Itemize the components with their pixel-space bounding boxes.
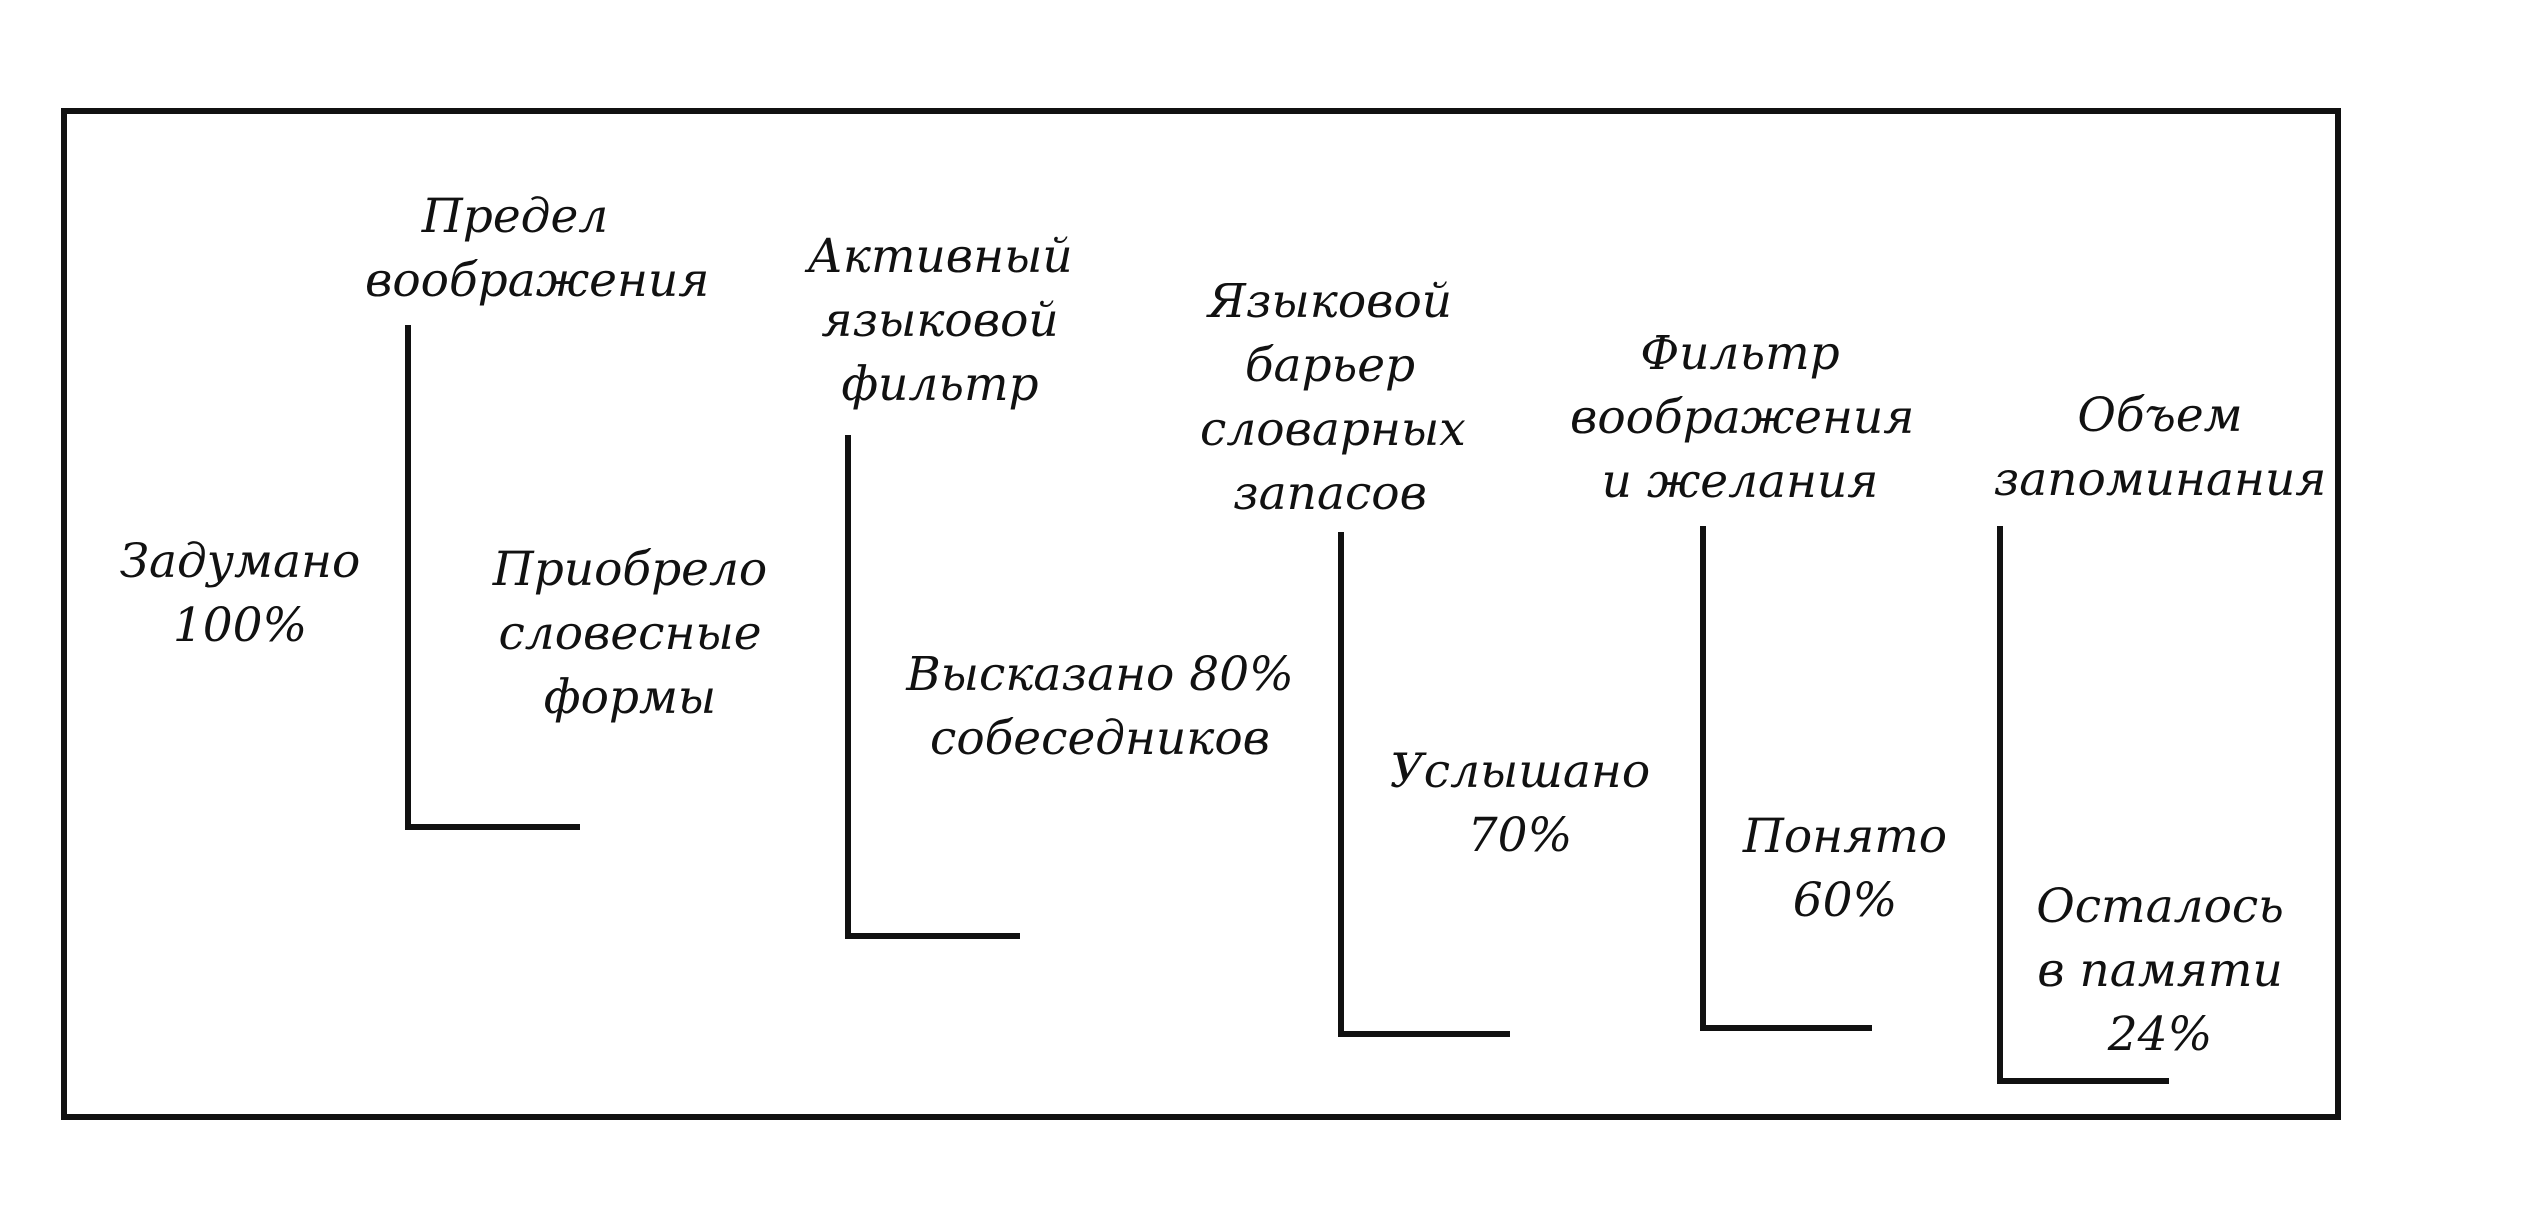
filter-bracket-3-vertical bbox=[1338, 532, 1344, 1037]
filter-label-vocabulary-barrier: Языковой барьер словарных запасов bbox=[1200, 274, 1466, 521]
filter-bracket-1-vertical bbox=[405, 325, 411, 830]
filter-bracket-4-foot bbox=[1700, 1025, 1872, 1031]
filter-bracket-2-vertical bbox=[845, 435, 851, 939]
filter-bracket-5-vertical bbox=[1997, 526, 2003, 1084]
stage-label-heard: Услышано 70% bbox=[1389, 744, 1651, 863]
filter-label-active-language-filter: Активный языковой фильтр bbox=[807, 229, 1073, 412]
filter-label-imagination-desire-filter: Фильтр воображения и желания bbox=[1570, 326, 1915, 509]
stage-label-conceived: Задумано 100% bbox=[119, 534, 361, 653]
stage-label-remembered: Осталось в памяти 24% bbox=[2036, 879, 2284, 1062]
filter-bracket-2-foot bbox=[845, 933, 1020, 939]
filter-label-imagination-limit: Предел воображения bbox=[365, 189, 710, 308]
stage-label-spoken: Высказано 80% собеседников bbox=[906, 647, 1294, 766]
filter-bracket-3-foot bbox=[1338, 1031, 1510, 1037]
stage-label-verbal-forms: Приобрело словесные формы bbox=[492, 542, 768, 725]
filter-label-memory-volume: Объем запоминания bbox=[1993, 388, 2327, 507]
stage-label-understood: Понято 60% bbox=[1742, 809, 1948, 928]
filter-bracket-1-foot bbox=[405, 824, 580, 830]
filter-bracket-4-vertical bbox=[1700, 526, 1706, 1031]
diagram-frame bbox=[61, 108, 2341, 1120]
filter-bracket-5-foot bbox=[1997, 1078, 2169, 1084]
